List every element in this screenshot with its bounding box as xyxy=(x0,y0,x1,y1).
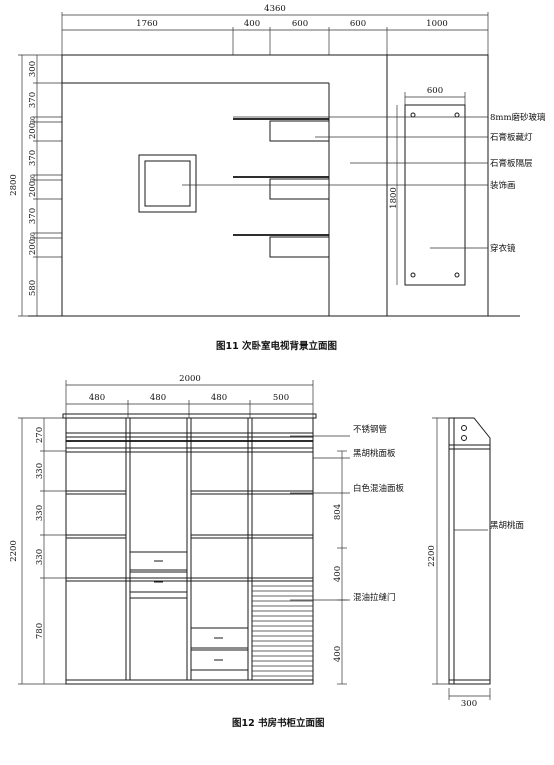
fig11-caption: 图11 次卧室电视背景立面图 xyxy=(216,340,337,352)
fig12-dim-total: 2000 xyxy=(179,374,201,384)
fig11-dim-l4: 200 xyxy=(28,123,38,139)
fig11-dim-l7: 200 xyxy=(28,181,38,197)
label-walnut-panel: 黑胡桃面板 xyxy=(353,448,396,459)
fig12-dim-2: 480 xyxy=(150,393,166,403)
label-mirror: 穿衣镜 xyxy=(490,243,516,254)
fig12-leaders xyxy=(290,435,350,601)
fig12-dim-3: 480 xyxy=(211,393,227,403)
fig11-dim-1: 1760 xyxy=(136,19,158,29)
dressing-mirror: 600 1800 xyxy=(389,86,466,286)
fig12-caption: 图12 书房书柜立面图 xyxy=(232,717,325,729)
fig12-dim-l4: 330 xyxy=(35,549,45,565)
fig11-dim-l8: 370 xyxy=(28,208,38,224)
fig11-dim-l11: 580 xyxy=(28,280,38,296)
bookcase xyxy=(62,413,317,685)
fig11-dim-2: 400 xyxy=(244,19,260,29)
fig11-dim-l1: 300 xyxy=(28,61,38,77)
fig12-right-dimensions: 804 400 400 xyxy=(333,450,347,685)
slatted-door xyxy=(251,580,314,681)
fig11-dim-l9: 30 xyxy=(30,232,37,240)
fig12-dim-400b: 400 xyxy=(333,646,343,662)
fig12-dim-400a: 400 xyxy=(333,566,343,582)
gypsum-shelves xyxy=(233,118,330,258)
label-side-walnut: 黑胡桃面 xyxy=(490,520,525,531)
fig11-elevation: 4360 1760 400 600 600 1000 2800 xyxy=(9,4,546,352)
fig12-elevation: 2000 480 480 480 500 2200 270 330 330 33… xyxy=(9,374,525,729)
fig12-dim-1: 480 xyxy=(89,393,105,403)
side-height-dim: 2200 xyxy=(427,545,437,567)
fig11-left-dimensions: 2800 300 370 30 200 370 30 200 370 30 20… xyxy=(9,54,62,317)
fig11-dim-l10: 200 xyxy=(28,239,38,255)
label-steel-pipe: 不锈钢管 xyxy=(353,424,387,435)
fig11-dim-4: 600 xyxy=(350,19,366,29)
label-slatted-door: 混油拉缝门 xyxy=(353,592,396,603)
label-frosted-glass: 8mm磨砂玻璃 xyxy=(490,112,546,123)
bookcase-side-view: 2200 300 黑胡桃面 xyxy=(427,417,525,709)
fig11-dim-l6: 30 xyxy=(30,174,37,182)
fig11-dim-height: 2800 xyxy=(9,174,19,196)
mirror-width-dim: 600 xyxy=(427,86,443,96)
fig12-dim-l1: 270 xyxy=(35,427,45,443)
fig12-dim-l5: 780 xyxy=(35,623,45,639)
decorative-painting xyxy=(138,154,197,213)
fig11-dim-l5: 370 xyxy=(28,150,38,166)
fig12-dim-l3: 330 xyxy=(35,505,45,521)
fig12-dim-l2: 330 xyxy=(35,463,45,479)
fig11-top-dimensions: 4360 1760 400 600 600 1000 xyxy=(61,4,489,55)
fig11-dim-3: 600 xyxy=(292,19,308,29)
label-gypsum-shelf: 石膏板隔层 xyxy=(490,158,533,169)
fig11-dim-total: 4360 xyxy=(264,4,286,14)
fig12-left-dimensions: 2200 270 330 330 330 780 xyxy=(9,417,66,685)
fig12-dim-4: 500 xyxy=(273,393,289,403)
label-painting: 装饰画 xyxy=(490,180,516,191)
fig11-wall-outline xyxy=(61,54,489,317)
fig12-top-dimensions: 2000 480 480 480 500 xyxy=(65,374,314,418)
mirror-height-dim: 1800 xyxy=(389,187,399,209)
fig12-dim-804: 804 xyxy=(333,504,343,520)
fig11-dim-l2: 370 xyxy=(28,92,38,108)
label-gypsum-light: 石膏板藏灯 xyxy=(490,132,533,143)
side-depth-dim: 300 xyxy=(461,699,477,709)
fig11-dim-l3: 30 xyxy=(30,116,37,124)
label-white-panel: 白色混油面板 xyxy=(353,483,405,494)
fig11-dim-5: 1000 xyxy=(426,19,448,29)
fig12-dim-height: 2200 xyxy=(9,540,19,562)
fig11-leaders xyxy=(182,116,488,249)
